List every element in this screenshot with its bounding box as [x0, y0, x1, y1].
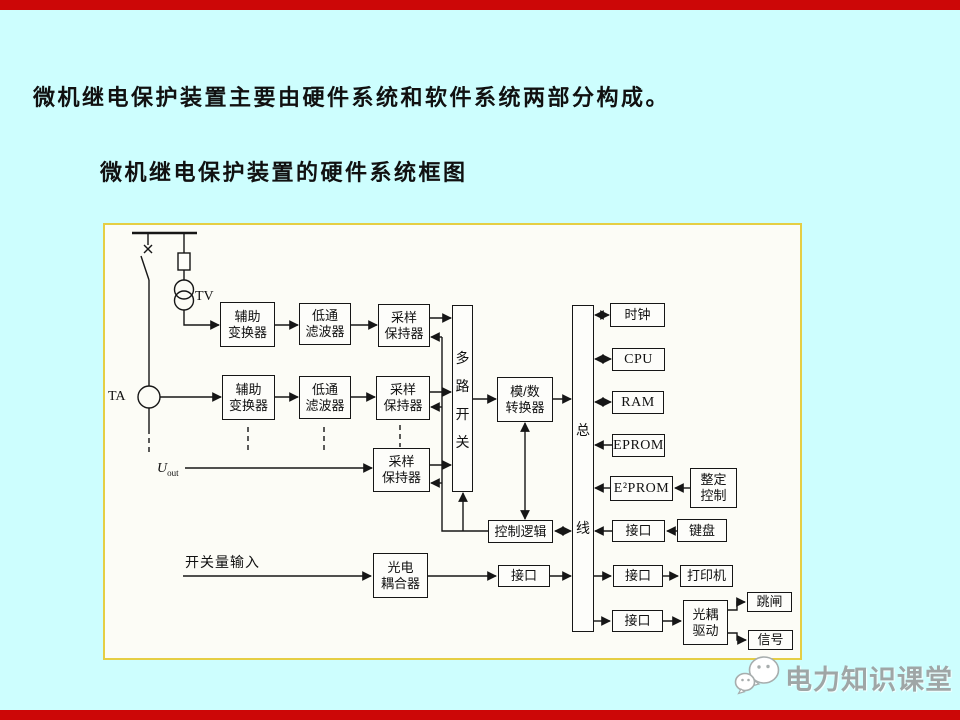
tv-label: TV: [195, 289, 214, 304]
block-trip-output: 跳闸: [747, 592, 792, 612]
block-ad-converter: 模/数 转换器: [497, 377, 553, 422]
page-title: 微机继电保护装置主要由硬件系统和软件系统两部分构成。: [33, 85, 671, 110]
block-lowpass-filter-1: 低通 滤波器: [299, 303, 351, 345]
block-optocoupler-drive: 光耦 驱动: [683, 600, 728, 645]
block-keyboard: 键盘: [677, 519, 727, 542]
block-interface-printer: 接口: [613, 565, 663, 587]
block-interface-left: 接口: [498, 565, 550, 587]
signal-connectors: [160, 310, 747, 645]
ta-label: TA: [108, 389, 126, 404]
block-multiplexer: 多路开关: [452, 305, 473, 492]
uout-subscript: out: [167, 467, 179, 478]
block-photoelectric-coupler: 光电 耦合器: [373, 553, 428, 598]
watermark-text: 电力知识课堂: [785, 665, 953, 695]
block-sample-hold-2: 采样 保持器: [376, 376, 430, 420]
watermark: 电力知识课堂: [733, 652, 953, 704]
uout-symbol: U: [157, 461, 168, 476]
power-input-symbols: [132, 231, 220, 453]
block-printer: 打印机: [680, 565, 733, 587]
block-eprom: EPROM: [612, 434, 665, 457]
block-signal-output: 信号: [748, 630, 793, 650]
block-clock: 时钟: [610, 303, 665, 327]
bottom-accent-bar: [0, 710, 960, 720]
block-bus: 总线: [572, 305, 594, 632]
uout-label: Uout: [157, 459, 179, 478]
fuse-symbol: [177, 252, 191, 271]
block-cpu: CPU: [612, 348, 665, 371]
diagram-connectors: [132, 231, 747, 645]
block-sample-hold-1: 采样 保持器: [378, 304, 430, 347]
wechat-bubbles-icon: [734, 656, 780, 695]
block-setting-control: 整定 控制: [690, 468, 737, 508]
block-aux-transformer-1: 辅助 变换器: [220, 302, 275, 347]
block-interface-keyboard: 接口: [612, 520, 665, 542]
block-control-logic: 控制逻辑: [488, 520, 553, 543]
switching-input-label: 开关量输入: [185, 554, 260, 570]
block-ram: RAM: [612, 391, 664, 414]
block-interface-optocoupler: 接口: [612, 610, 663, 632]
block-aux-transformer-2: 辅助 变换器: [222, 375, 275, 420]
voltage-transformer-symbol: [173, 279, 195, 300]
diagram-caption: 微机继电保护装置的硬件系统框图: [100, 160, 468, 185]
top-accent-bar: [0, 0, 960, 10]
block-e2prom: E²PROM: [610, 476, 673, 501]
hardware-system-block-diagram: 辅助 变换器 低通 滤波器 采样 保持器 辅助 变换器 低通 滤波器 采样 保持…: [103, 223, 802, 660]
current-transformer-symbol: [137, 385, 161, 409]
block-lowpass-filter-2: 低通 滤波器: [299, 376, 351, 419]
block-sample-hold-3: 采样 保持器: [373, 448, 430, 492]
